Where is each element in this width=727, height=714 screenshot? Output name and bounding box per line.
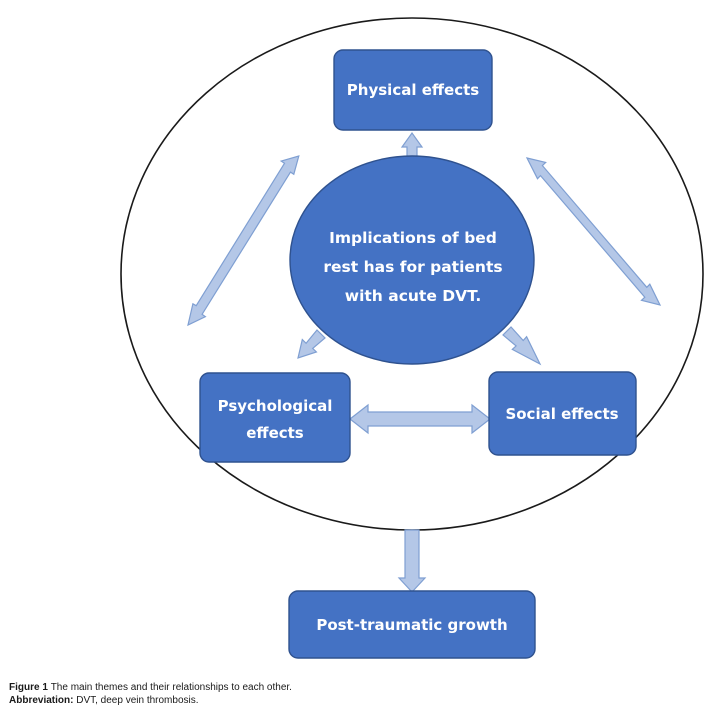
- center-text-line1: Implications of bed: [329, 229, 497, 247]
- psychological-effects-box: [199, 372, 351, 463]
- physical-effects-label: Physical effects: [347, 81, 479, 99]
- arrow-center-to-psychological: [297, 329, 326, 359]
- arrow-center-to-social: [502, 326, 542, 366]
- arrow-psychological-social: [349, 403, 491, 435]
- psychological-effects-line2: effects: [246, 424, 304, 442]
- figure-caption-text: The main themes and their relationships …: [50, 682, 292, 693]
- abbreviation-note: Abbreviation: DVT, deep vein thrombosis.: [9, 694, 199, 707]
- figure-label: Figure 1: [9, 682, 48, 693]
- figure-caption: Figure 1 The main themes and their relat…: [9, 681, 292, 694]
- center-theme-circle: [289, 155, 535, 365]
- social-effects-label: Social effects: [505, 405, 618, 423]
- center-text-line3: with acute DVT.: [345, 287, 481, 305]
- post-traumatic-growth-box: [288, 590, 536, 659]
- arrow-to-growth: [397, 529, 427, 593]
- physical-effects-box: [333, 49, 493, 131]
- psychological-effects-line1: Psychological: [218, 397, 333, 415]
- post-traumatic-growth-label: Post-traumatic growth: [316, 616, 507, 634]
- arrow-physical-social: [525, 157, 662, 306]
- social-effects-box: [488, 371, 637, 456]
- center-text-line2: rest has for patients: [323, 258, 502, 276]
- arrow-psychological-physical: [187, 155, 300, 327]
- abbreviation-label: Abbreviation:: [9, 695, 74, 706]
- abbreviation-text: DVT, deep vein thrombosis.: [76, 695, 199, 706]
